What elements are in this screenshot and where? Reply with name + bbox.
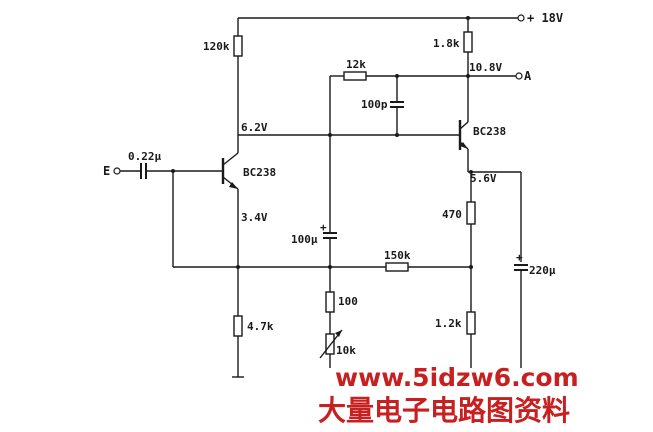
q1-type-label: BC238 <box>243 166 276 179</box>
input-capacitor-label: 0.22μ <box>128 150 161 163</box>
capacitor-220u-label: 220μ <box>529 264 556 277</box>
q1-emitter-voltage: 3.4V <box>241 211 268 224</box>
resistor-1-2k <box>466 311 476 335</box>
q2-emitter-voltage: 5.6V <box>470 172 497 185</box>
capacitor-100p-label: 100p <box>361 98 388 111</box>
resistor-120k-label: 120k <box>203 40 230 53</box>
potentiometer-10k <box>325 333 335 355</box>
resistor-12k-label: 12k <box>346 58 366 71</box>
q1-emitter-arrow <box>229 182 238 189</box>
capacitor-220u-plus: + <box>516 251 523 264</box>
resistor-150k <box>385 262 409 272</box>
resistor-100 <box>325 291 335 313</box>
supply-terminal <box>517 14 525 22</box>
resistor-470-label: 470 <box>442 208 462 221</box>
watermark-cn: 大量电子电路图资料 <box>318 394 570 427</box>
resistor-100-label: 100 <box>338 295 358 308</box>
resistor-12k <box>343 71 367 81</box>
potentiometer-10k-label: 10k <box>336 344 356 357</box>
capacitor-100u-label: 100μ <box>291 233 318 246</box>
q1-collector-lead <box>222 152 239 166</box>
output-voltage-label: 10.8V <box>469 61 502 74</box>
input-terminal-label: E <box>103 164 110 178</box>
resistor-4-7k <box>233 315 243 337</box>
supply-voltage-label: + 18V <box>527 11 563 25</box>
resistor-1-8k-label: 1.8k <box>433 37 460 50</box>
q2-emitter-arrow <box>460 142 468 149</box>
resistor-150k-label: 150k <box>384 249 411 262</box>
resistor-1-8k <box>463 31 473 53</box>
capacitor-100u-plus: + <box>320 221 327 234</box>
q2-collector-lead <box>459 121 469 130</box>
output-terminal <box>515 72 523 80</box>
q2-type-label: BC238 <box>473 125 506 138</box>
resistor-120k <box>233 35 243 57</box>
output-terminal-label: A <box>524 69 532 83</box>
resistor-470 <box>466 201 476 225</box>
resistor-4-7k-label: 4.7k <box>247 320 274 333</box>
input-terminal <box>113 167 121 175</box>
resistor-1-2k-label: 1.2k <box>435 317 462 330</box>
watermark-url: www.5idzw6.com <box>335 363 579 392</box>
q1-collector-voltage: 6.2V <box>241 121 268 134</box>
